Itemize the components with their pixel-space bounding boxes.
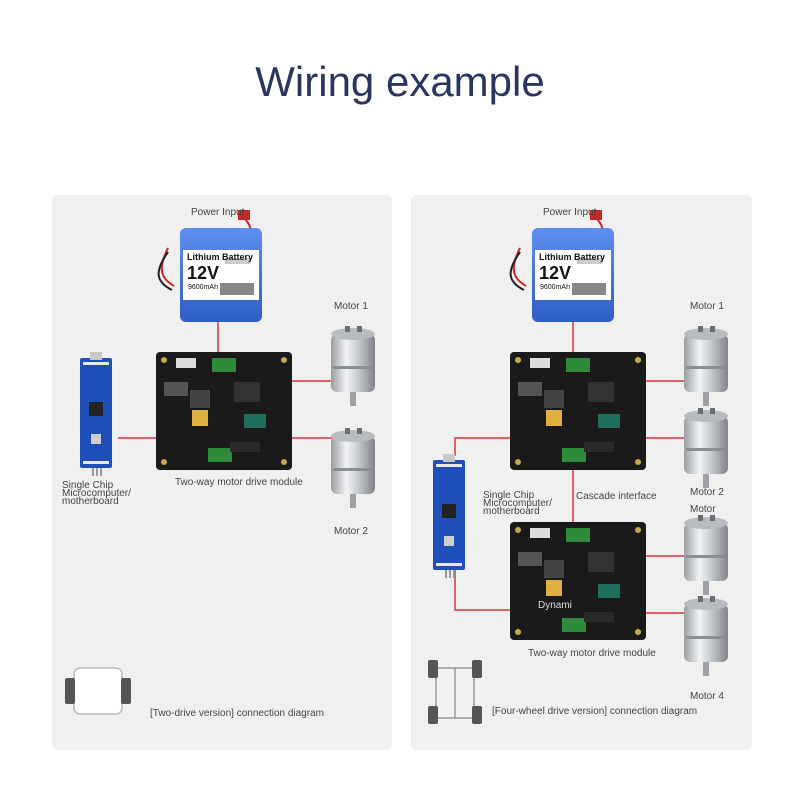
battery-capacity-right: 9600mAh — [540, 284, 570, 291]
motor-driver-board-top — [510, 352, 646, 470]
power-input-label-left: Power Input — [191, 207, 245, 218]
motor-1-label-left: Motor 1 — [334, 301, 368, 312]
four-wheel-wires — [454, 320, 684, 614]
battery-brand-right: Lithium Battery — [539, 252, 606, 262]
motor-1-label-right: Motor 1 — [690, 301, 724, 312]
motor-2-left — [331, 428, 375, 508]
module-label-right: Two-way motor drive module — [528, 648, 656, 659]
battery-brand-left: Lithium Battery — [187, 252, 254, 262]
motor-4-right — [684, 596, 728, 676]
motor-3-right — [684, 515, 728, 595]
two-drive-wires — [118, 320, 332, 439]
page-title: Wiring example — [255, 58, 545, 105]
single-chip-line2-right: Microcomputer/ — [483, 498, 552, 509]
motor-4-label-right: Motor 4 — [690, 691, 724, 702]
mcu-board-right — [433, 454, 465, 578]
motor-label-right: Motor — [690, 504, 716, 515]
power-input-label-right: Power Input — [543, 207, 597, 218]
motor-2-label-left: Motor 2 — [334, 526, 368, 537]
motor-driver-board-left — [156, 352, 292, 470]
mcu-board-left — [80, 352, 112, 476]
battery-voltage-right: 12V — [539, 263, 572, 283]
module-label-left: Two-way motor drive module — [175, 477, 303, 488]
four-wheel-chassis-icon — [428, 660, 482, 724]
motor-2-right — [684, 408, 728, 488]
battery-capacity-left: 9600mAh — [188, 284, 218, 291]
single-chip-line3-left: motherboard — [62, 496, 119, 507]
single-chip-line2-left: Microcomputer/ — [62, 488, 131, 499]
two-drive-chassis-icon — [65, 667, 131, 715]
single-chip-line3-right: motherboard — [483, 506, 540, 517]
single-chip-line1-right: Single Chip — [483, 490, 535, 501]
single-chip-line1-left: Single Chip — [62, 480, 114, 491]
two-drive-caption: [Two-drive version] connection diagram — [150, 708, 324, 719]
four-wheel-caption: [Four-wheel drive version] connection di… — [492, 706, 698, 717]
battery-voltage-left: 12V — [187, 263, 220, 283]
motor-1-right — [684, 326, 728, 406]
dynami-label: Dynami — [538, 600, 572, 611]
motor-2-label-right: Motor 2 — [690, 487, 724, 498]
motor-driver-board-bottom — [510, 522, 646, 640]
cascade-interface-label: Cascade interface — [576, 491, 657, 502]
motor-1-left — [331, 326, 375, 406]
